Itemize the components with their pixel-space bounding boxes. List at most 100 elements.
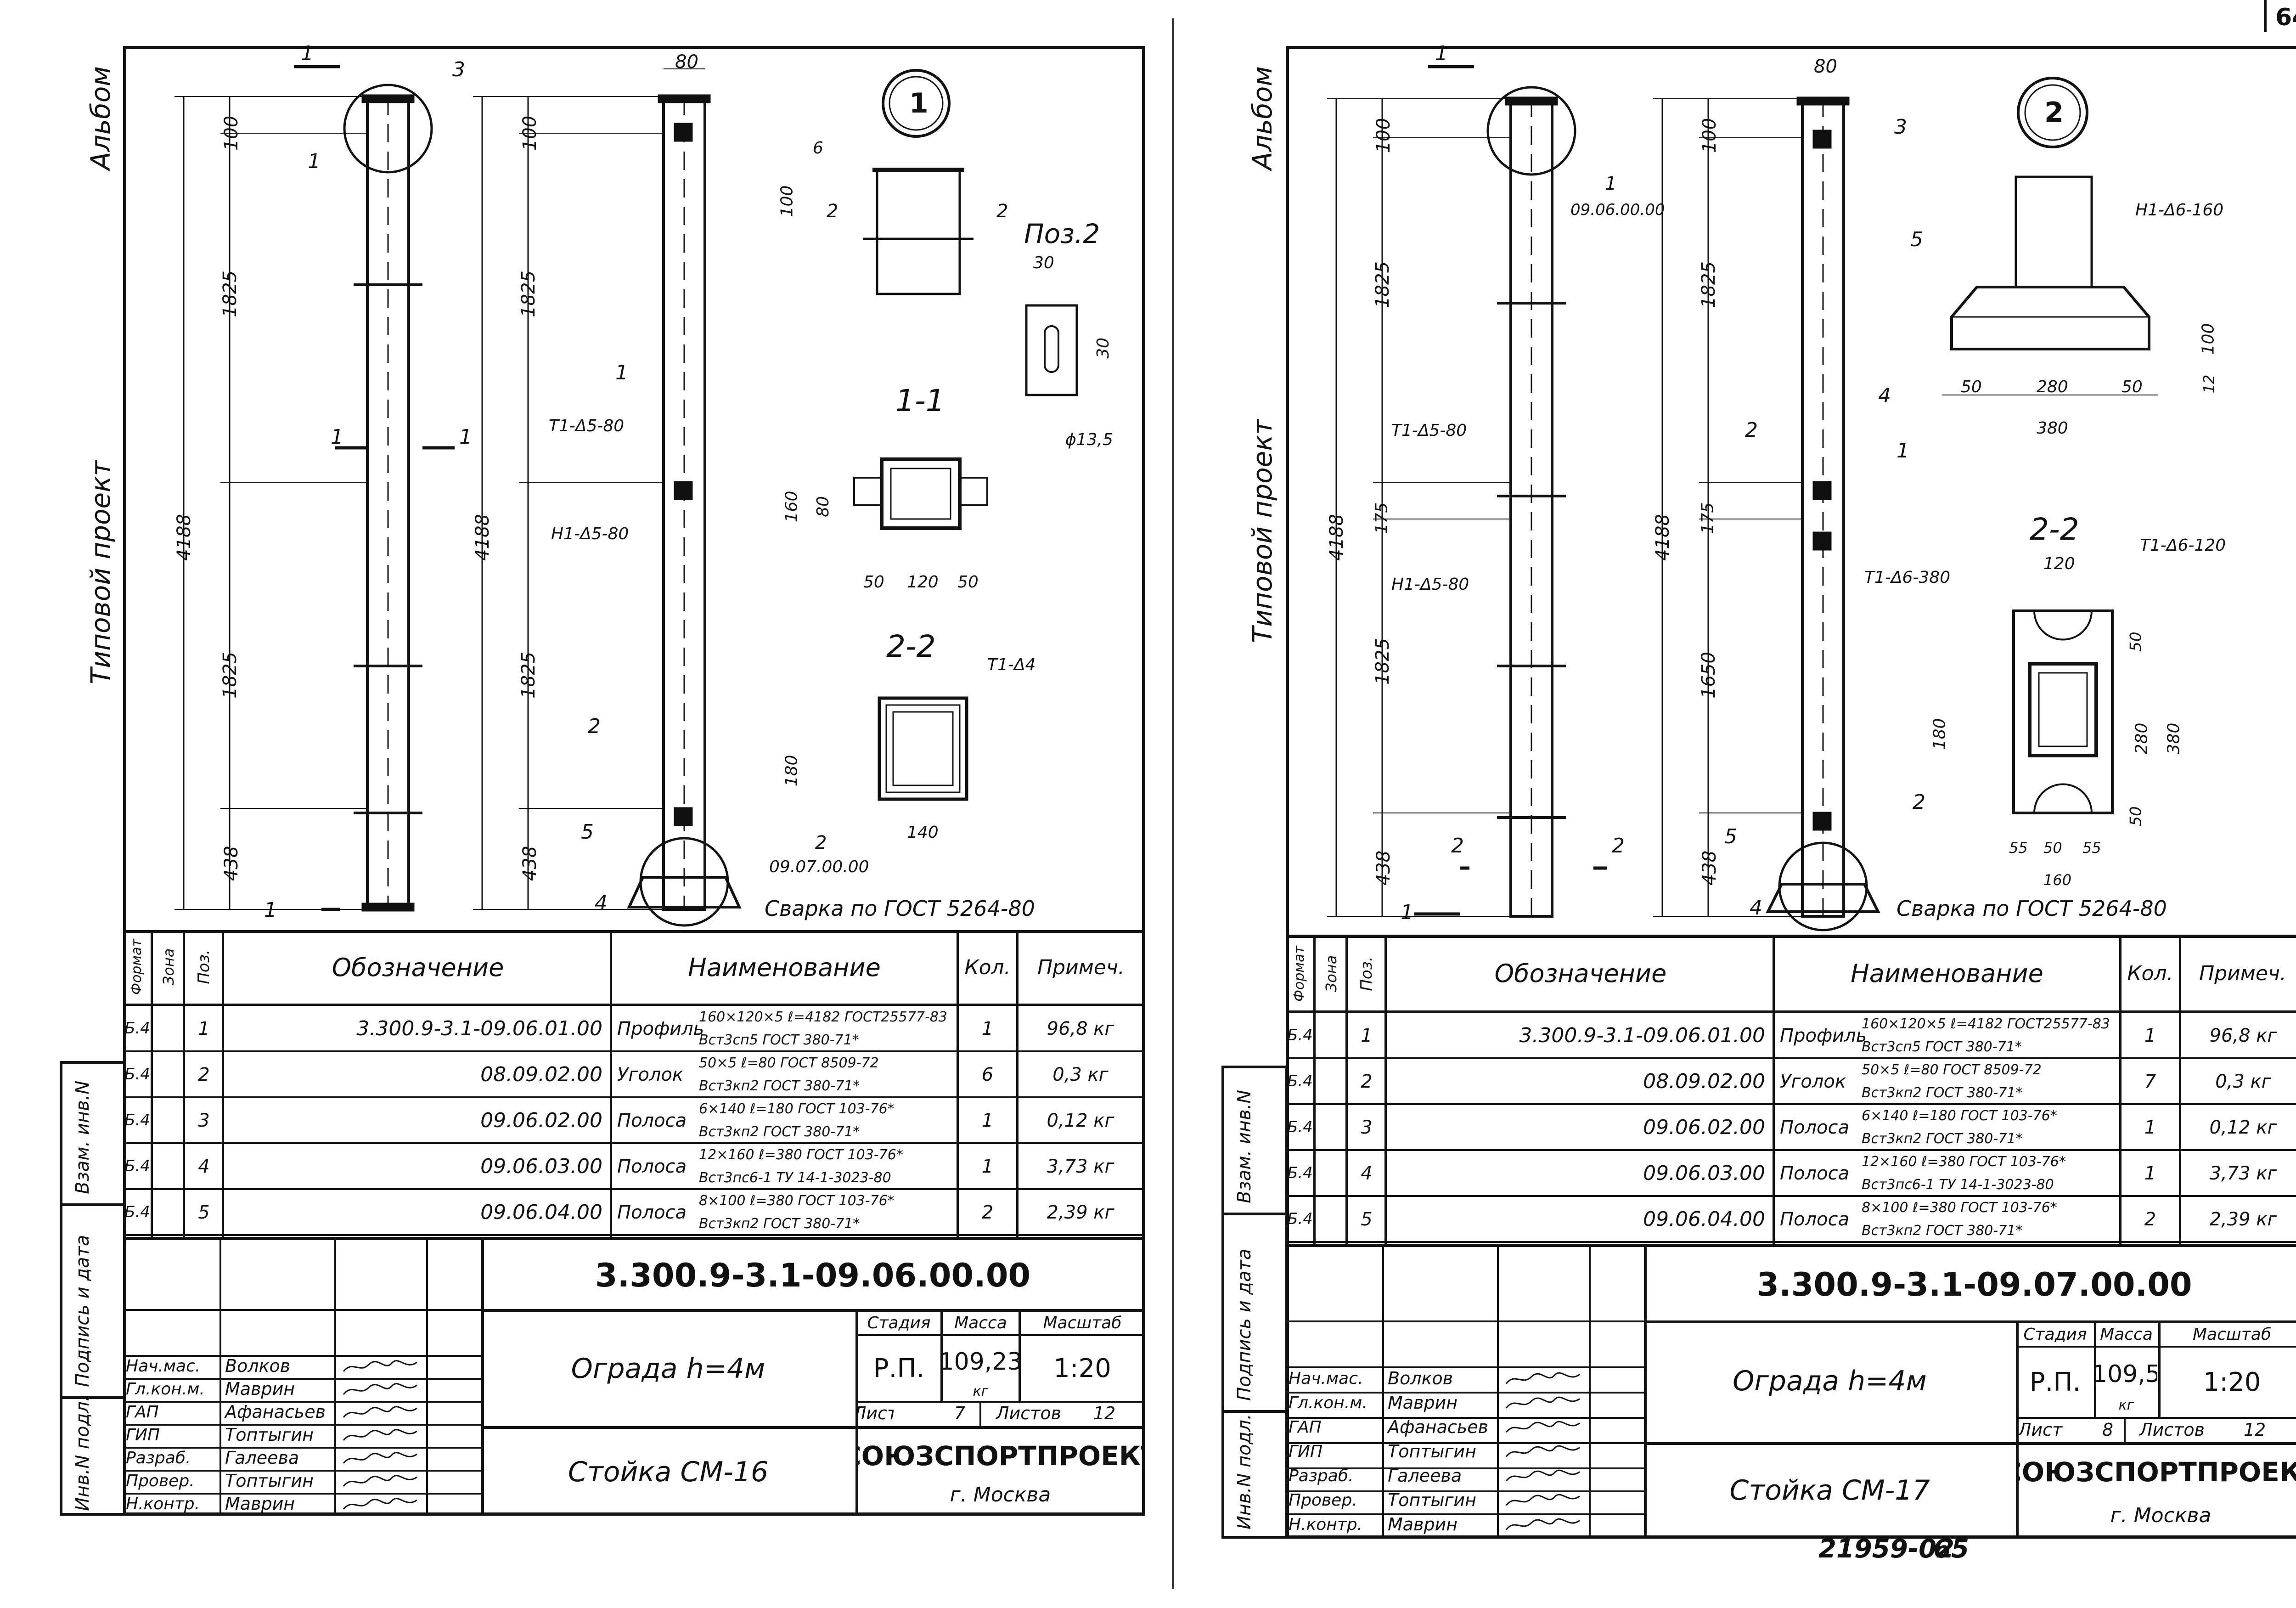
tb-role: ГАП (1289, 1417, 1322, 1437)
tb-name: Маврин (225, 1379, 295, 1399)
right-dim-top-a: 100 (1373, 118, 1395, 153)
left-weld-2: Н1-Δ5-80 (551, 525, 629, 543)
spec-cell-qty: 2 (981, 1202, 994, 1223)
left-sec22-140: 140 (907, 823, 939, 842)
spec-cell-note: 0,12 кг (1047, 1110, 1114, 1131)
right-dim-width-b: 80 (1814, 56, 1837, 77)
right-stamp-box (1221, 1066, 1288, 1539)
spec-cell-format: Б.4 (124, 1157, 150, 1176)
tb-name: Афанасьев (1388, 1416, 1488, 1437)
right-base-100: 100 (2199, 323, 2218, 355)
left-weld-3: Т1-Δ4 (987, 655, 1036, 674)
tb-name: Маврин (1388, 1514, 1458, 1535)
right-stage-h: Стадия (2023, 1325, 2087, 1344)
spec-cell-name: Полоса (617, 1156, 687, 1177)
tb-signature (1505, 1396, 1580, 1409)
spec-cell-spec2: Вст3кп2 ГОСТ 380-71* (699, 1078, 860, 1095)
spec-cell-code: 08.09.02.00 (1643, 1069, 1765, 1093)
left-spec-vlines (123, 930, 1145, 1240)
left-mark-2: 2 (588, 715, 601, 738)
left-weld-1: Т1-Δ5-80 (549, 417, 625, 435)
spec-cell-note: 3,73 кг (2209, 1163, 2277, 1184)
left-scale-h: Масштаб (1043, 1314, 1122, 1333)
spec-cell-pos: 4 (198, 1156, 210, 1177)
right-sec22-180: 180 (1930, 718, 1949, 750)
left-sheet-no: 7 (954, 1403, 966, 1424)
tb-role: Н.контр. (1289, 1515, 1363, 1534)
left-tb-grid (123, 1240, 1145, 1516)
left-mass-h: Масса (954, 1314, 1007, 1333)
right-mark-5: 5 (1724, 825, 1737, 848)
tb-name: Маврин (225, 1494, 295, 1514)
spec-cell-spec2: Вст3пс6-1 ТУ 14-1-3023-80 (699, 1170, 891, 1186)
spec-cell-name: Уголок (1780, 1071, 1846, 1092)
right-sheet-no: 8 (2102, 1420, 2114, 1440)
left-sheet-frame (123, 46, 1145, 1516)
footer-code: 21959-02 (1818, 1534, 1954, 1564)
center-fold-line (1172, 18, 1174, 1589)
left-spec-border (123, 930, 1145, 1240)
spec-row-line (1286, 1241, 2296, 1243)
right-sheets-no: 12 (2243, 1420, 2266, 1440)
spec-cell-code: 09.06.04.00 (1643, 1207, 1765, 1231)
spec-cell-code: 09.06.02.00 (480, 1108, 602, 1132)
left-mark-1f: 1 (615, 361, 628, 384)
right-mark-3: 3 (1894, 115, 1907, 139)
right-base-12: 12 (2200, 374, 2218, 394)
spec-cell-code: 09.06.02.00 (1643, 1115, 1765, 1139)
spec-cell-pos: 5 (1361, 1209, 1373, 1230)
tb-name: Топтыгин (225, 1471, 314, 1491)
left-mark-1d: 1 (459, 425, 472, 449)
spec-cell-spec1: 12×160 ℓ=380 ГОСТ 103-76* (699, 1147, 903, 1163)
tb-role: ГАП (126, 1403, 159, 1422)
left-sheets-no: 12 (1093, 1403, 1116, 1424)
right-sheet-frame (1286, 46, 2296, 1539)
left-mark-4: 4 (595, 891, 608, 915)
right-mark-1c: 1 (1896, 439, 1909, 463)
spec-cell-note: 2,39 кг (2209, 1209, 2277, 1230)
spec-cell-note: 2,39 кг (1047, 1202, 1114, 1223)
spec-cell-spec1: 6×140 ℓ=180 ГОСТ 103-76* (1862, 1108, 2057, 1124)
right-dim-mid-b: 175 (1698, 502, 1717, 534)
spec-cell-code: 3.300.9-3.1-09.06.01.00 (1519, 1023, 1765, 1047)
right-mark-2c: 2 (1451, 834, 1464, 858)
right-mark-2d: 2 (1612, 834, 1625, 858)
spec-cell-note: 0,3 кг (1052, 1064, 1109, 1085)
right-sec22-380: 380 (2164, 722, 2183, 755)
left-weld-note: Сварка по ГОСТ 5264-80 (765, 896, 1035, 921)
tb-name: Топтыгин (1388, 1441, 1476, 1461)
right-item: Стойка СМ-17 (1729, 1474, 1930, 1506)
page-number: 64 (2275, 4, 2296, 31)
spec-cell-note: 0,12 кг (2209, 1117, 2277, 1138)
right-mark-1d: 1 (1401, 901, 1413, 924)
tb-role: Нач.мас. (126, 1357, 201, 1376)
right-weld-5: Т1-Δ6-120 (2140, 536, 2226, 555)
left-mark-1c: 1 (331, 425, 343, 449)
tb-role: Разраб. (126, 1449, 191, 1468)
right-mass: 109,5 (2095, 1360, 2157, 1388)
tb-name: Афанасьев (225, 1402, 326, 1422)
spec-cell-spec1: 50×5 ℓ=80 ГОСТ 8509-72 (699, 1055, 879, 1072)
tb-signature (343, 1406, 417, 1418)
right-base-4: 4 (1878, 384, 1891, 407)
spec-cell-qty: 7 (2144, 1071, 2156, 1092)
tb-name: Галеева (1388, 1465, 1462, 1486)
left-poz2-30a: 30 (1033, 254, 1054, 272)
spec-row-line (1286, 1057, 2296, 1059)
right-dim-top-b: 100 (1699, 118, 1721, 153)
left-sheet-label: Лист (857, 1403, 894, 1424)
tb-signature (1505, 1421, 1580, 1433)
spec-cell-name: Уголок (617, 1064, 684, 1085)
right-object: Ограда h=4м (1733, 1365, 1927, 1397)
right-sec22-280: 280 (2132, 722, 2151, 755)
tb-role: Нач.мас. (1289, 1369, 1363, 1388)
right-weld-3: Н1-Δ6-160 (2135, 201, 2224, 220)
spec-cell-format: Б.4 (124, 1111, 150, 1130)
right-dim-lower-b: 1650 (1698, 652, 1719, 699)
right-dim-total-a: 4188 (1326, 514, 1347, 561)
right-weld-note: Сварка по ГОСТ 5264-80 (1896, 896, 2167, 921)
tb-name: Топтыгин (225, 1425, 314, 1445)
right-dim-lower-a: 1825 (1372, 638, 1393, 685)
right-sec22-50a: 50 (2127, 632, 2145, 652)
spec-cell-format: Б.4 (124, 1019, 150, 1038)
